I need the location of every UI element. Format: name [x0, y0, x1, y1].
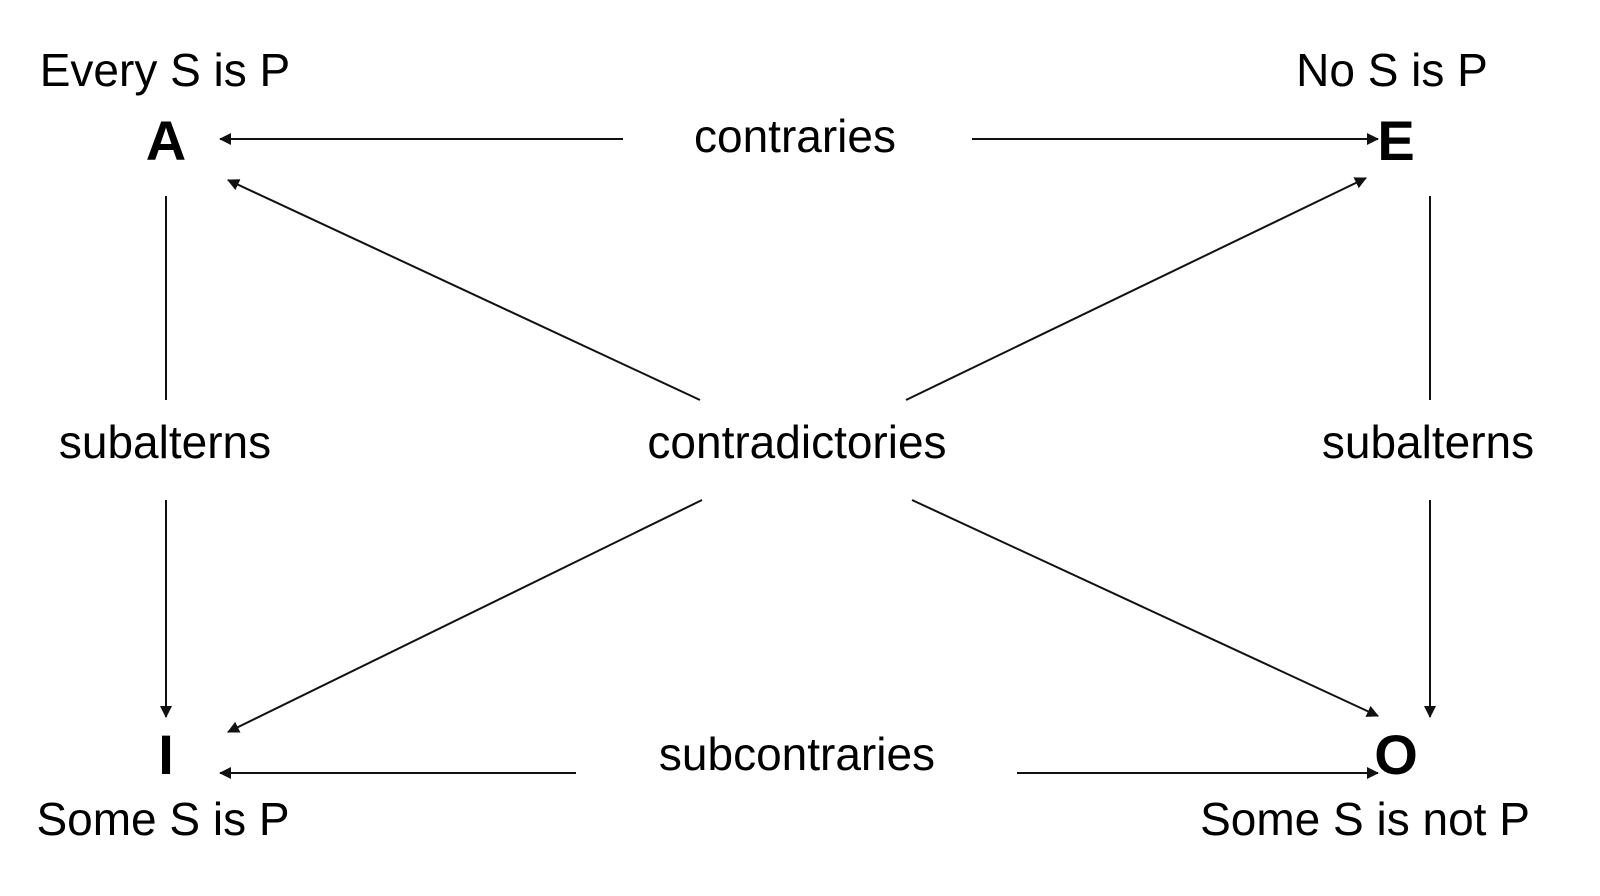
label-subalterns-left: subalterns — [59, 416, 271, 468]
letter-i: I — [158, 723, 174, 786]
label-subalterns-right: subalterns — [1322, 416, 1534, 468]
label-contradictories: contradictories — [647, 416, 946, 468]
contradictories-arrow-to-a — [227, 179, 701, 401]
statement-a: Every S is P — [40, 44, 291, 96]
label-subcontraries: subcontraries — [659, 728, 935, 780]
statement-e: No S is P — [1296, 44, 1488, 96]
statement-i: Some S is P — [36, 793, 289, 845]
label-contraries: contraries — [694, 110, 896, 162]
contradictories-arrow-to-i — [227, 499, 703, 733]
letter-a: A — [146, 109, 186, 172]
contradictories-arrow-to-e — [905, 177, 1367, 401]
letter-o: O — [1374, 723, 1418, 786]
letter-e: E — [1377, 109, 1414, 172]
statement-o: Some S is not P — [1200, 793, 1530, 845]
contradictories-arrow-to-o — [911, 499, 1379, 717]
